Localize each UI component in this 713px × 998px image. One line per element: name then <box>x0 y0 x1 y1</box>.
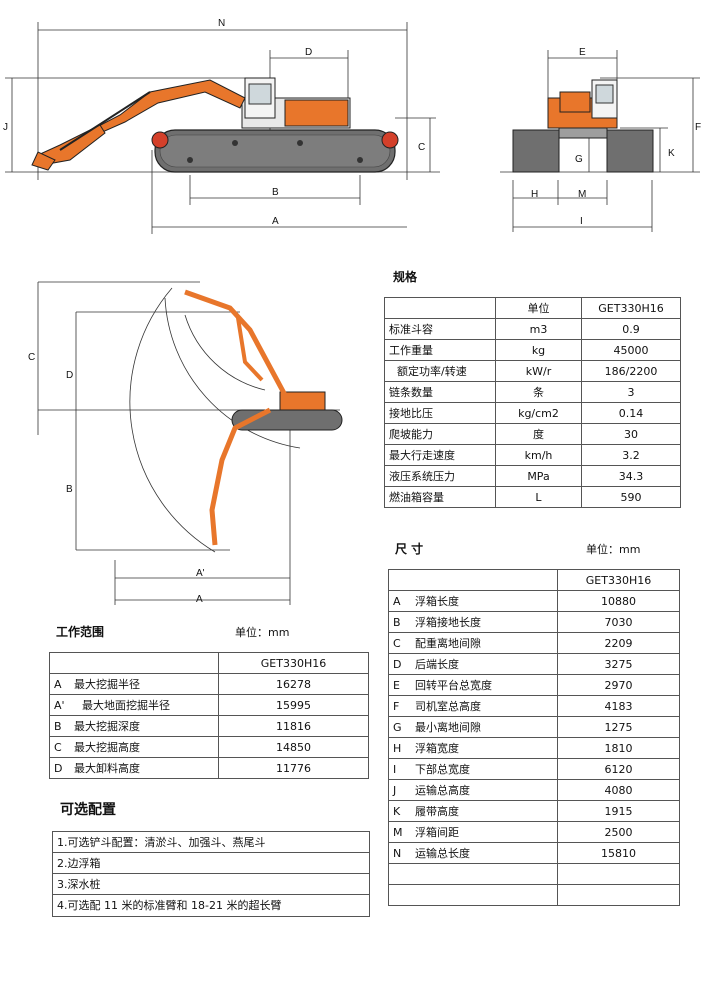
excavator-dimension-diagram: N D J C B A E F K G H M I <box>3 18 701 234</box>
working-range-unit-label: 单位：mm <box>235 626 290 639</box>
dimensions-title: 尺 寸 <box>395 542 424 556</box>
table-row <box>388 863 680 885</box>
range-label-B: B <box>66 484 73 495</box>
range-label-D: D <box>66 370 73 381</box>
list-item: 1.可选铲斗配置：清淤斗、加强斗、燕尾斗 <box>53 832 369 853</box>
label-B: B <box>272 187 279 198</box>
table-row: GET330H16 <box>49 652 369 674</box>
table-row <box>388 884 680 906</box>
upper-boom <box>184 289 288 397</box>
specs-header-unit: 单位 <box>495 297 582 319</box>
list-item: 2.边浮箱 <box>53 853 369 874</box>
working-range-header-model: GET330H16 <box>218 652 369 674</box>
working-range-title: 工作范围 <box>56 625 105 639</box>
working-range-diagram: C D B A' A <box>28 281 343 605</box>
range-upper-body <box>279 391 326 411</box>
label-E: E <box>579 47 586 58</box>
range-label-C: C <box>28 352 35 363</box>
lower-boom <box>209 407 272 546</box>
label-M: M <box>578 189 586 200</box>
side-view-excavator <box>31 77 399 173</box>
label-K: K <box>668 148 675 159</box>
dimensions-unit-label: 单位：mm <box>586 543 641 556</box>
dimension-lines <box>5 22 700 234</box>
label-A: A <box>272 216 279 227</box>
options-list: 1.可选铲斗配置：清淤斗、加强斗、燕尾斗 2.边浮箱 3.深水桩 4.可选配 1… <box>52 831 370 917</box>
list-item: 3.深水桩 <box>53 874 369 895</box>
label-F: F <box>695 122 701 133</box>
label-D: D <box>305 47 312 58</box>
dimension-labels: N D J C B A E F K G H M I <box>3 18 701 227</box>
label-G: G <box>575 154 583 165</box>
label-I: I <box>580 216 583 227</box>
list-item: 4.可选配 11 米的标准臂和 18-21 米的超长臂 <box>57 899 282 912</box>
range-lines <box>37 281 340 605</box>
label-N: N <box>218 18 225 29</box>
front-view-excavator <box>512 79 654 173</box>
label-H: H <box>531 189 538 200</box>
specs-title: 规格 <box>393 270 418 284</box>
range-label-A: A <box>196 594 203 605</box>
specs-header-model: GET330H16 <box>581 297 681 319</box>
label-C: C <box>418 142 425 153</box>
range-label-A-prime: A' <box>196 568 205 579</box>
range-labels: C D B A' A <box>28 352 205 605</box>
dimensions-header-model: GET330H16 <box>557 569 680 591</box>
label-J: J <box>3 122 8 133</box>
table-row: GET330H16 <box>388 569 680 591</box>
upper-arm <box>236 317 264 382</box>
table-row: 单位 GET330H16 <box>384 297 681 319</box>
options-title: 可选配置 <box>60 802 116 818</box>
